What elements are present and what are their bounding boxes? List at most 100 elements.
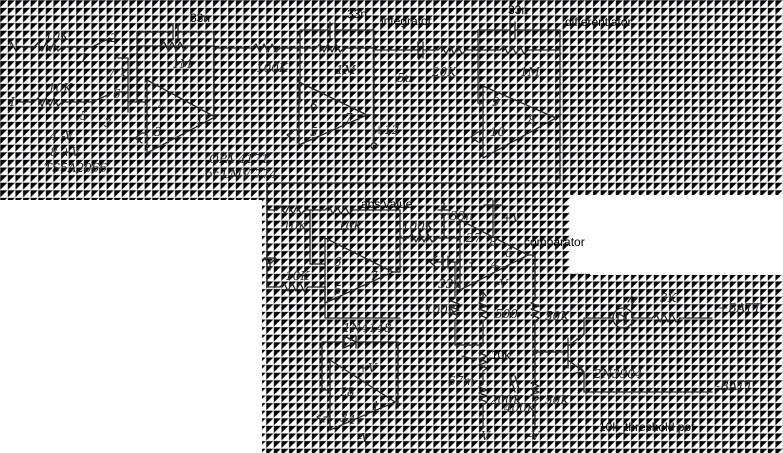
label-r-1m-b: 1M <box>336 63 357 77</box>
label-r-200k: 200K <box>489 393 523 407</box>
svg-text:6: 6 <box>310 99 318 113</box>
resistor-abs-3 <box>279 282 309 292</box>
resistor-10k-i <box>33 97 63 107</box>
svg-text:3: 3 <box>104 116 112 130</box>
opamp-3-differentiator: 9 10 8 33n 1M differentiator <box>266 3 632 184</box>
resistor-200k <box>478 383 488 406</box>
svg-text:7: 7 <box>370 269 378 283</box>
label-plus-batt: +BATT <box>718 301 762 315</box>
differentiator-input: 5u 20K <box>373 41 479 85</box>
label-plus-v-cmp: +V <box>502 211 522 225</box>
label-differentiator: differentiator <box>565 15 632 29</box>
abs-value-section: 10K 10K abs value 10K 6 5 7 <box>263 182 413 319</box>
resistor-50k-bot <box>530 379 540 402</box>
label-minus-batt: -BATT <box>716 379 754 393</box>
label-r-20k: 20K <box>431 65 457 79</box>
label-input-n: N <box>7 40 19 54</box>
resistor-100k-cmp <box>407 233 437 243</box>
label-r-50k-bot: 50K <box>545 393 570 407</box>
resistor-20k <box>437 45 467 55</box>
resistor-1m-c <box>499 45 529 55</box>
label-r-1m-a: 1M <box>172 57 193 71</box>
svg-text:9: 9 <box>492 95 500 109</box>
svg-text:3: 3 <box>340 411 348 425</box>
label-r-3k: 3K <box>660 291 678 305</box>
svg-text:8: 8 <box>347 385 355 399</box>
resistor-10k-n <box>33 42 63 52</box>
label-switch-pins: 2 <box>109 31 118 45</box>
svg-text:7: 7 <box>345 111 353 125</box>
label-r-10k-i: 10K <box>48 81 73 95</box>
svg-text:5: 5 <box>310 125 318 139</box>
label-opamp-part: OPA 4171 <box>209 152 269 166</box>
label-r-500: 500 <box>495 307 518 321</box>
label-cap-33n-cmp: 33n <box>450 209 473 223</box>
label-cap-33n-a: 33n <box>190 11 210 25</box>
resistor-3k <box>651 313 681 323</box>
label-pot-10k: 10k <box>491 348 511 362</box>
label-minus-v-bottom: -V <box>358 431 371 445</box>
resistor-abs-2 <box>324 205 354 215</box>
svg-text:33n: 33n <box>438 277 461 291</box>
label-abs-value: abs value <box>361 197 413 211</box>
svg-text:1: 1 <box>196 113 204 127</box>
label-cap-33n-b: 33n <box>347 7 367 21</box>
label-opamp-alt: or LMV 774 <box>205 167 277 181</box>
label-r-1m-c: 1M <box>520 65 541 79</box>
svg-text:6: 6 <box>113 87 121 101</box>
svg-text:3: 3 <box>154 125 162 139</box>
svg-text:2: 2 <box>339 385 348 399</box>
svg-text:5: 5 <box>334 283 342 297</box>
label-input-i: I <box>9 95 15 109</box>
resistor-500 <box>478 299 488 322</box>
label-minus-v-cmp: -V <box>496 277 509 291</box>
svg-text:3: 3 <box>466 257 474 271</box>
input-switch-section: N 10K I 10K 2 1 7 6 5 3 4 -V 8 +V TS5A20… <box>7 29 129 175</box>
comparator-section: 100K 33n 2 7 8 3 4 6 comparator +V -V 33… <box>399 199 585 293</box>
resistor-abs-1 <box>276 205 306 215</box>
label-cap-33n-c: 33n <box>508 3 528 17</box>
resistor-50k-top <box>530 299 540 322</box>
svg-text:1: 1 <box>372 399 380 413</box>
svg-text:-V: -V <box>478 429 491 443</box>
label-r-100k-cmp: 100K <box>402 219 435 233</box>
rectifier-opamp: 1N4148 2 8 3 4 1 +V -V <box>316 321 399 445</box>
resistor-100k <box>251 43 281 53</box>
label-switch-part: TS5A2066 <box>44 161 107 175</box>
label-transistor: 2N3904 <box>593 367 643 381</box>
label-cap-5u: 5u <box>397 71 412 85</box>
resistor-100k-section: 100K <box>213 43 301 75</box>
svg-text:2: 2 <box>465 231 474 245</box>
resistor-100k-div <box>450 297 460 320</box>
svg-text:8: 8 <box>528 113 536 127</box>
svg-text:10: 10 <box>490 125 506 139</box>
label-plus-v-bottom: +V <box>358 361 378 375</box>
svg-text:4: 4 <box>347 413 356 427</box>
label-power-note-1: 4 -V <box>49 129 75 143</box>
opamp-1: 2 3 1 33n 1M OPA 4171 or LMV 774 <box>127 11 277 181</box>
label-power-note-2: 8 +V <box>50 145 82 159</box>
label-threshold-pot: 10k_threshold pot <box>599 420 695 434</box>
label-diode: 1N4148 <box>343 321 392 335</box>
svg-text:4: 4 <box>490 257 499 271</box>
svg-text:5: 5 <box>80 109 88 123</box>
svg-text:7: 7 <box>107 67 115 81</box>
opamp-2-integrator: 6 5 7 33n 1M integrator +12 <box>286 7 432 150</box>
label-abs-r1: 10K <box>283 219 308 233</box>
label-integrator: integrator <box>381 14 432 28</box>
svg-text:6: 6 <box>334 255 342 269</box>
svg-text:1: 1 <box>80 51 88 65</box>
potentiometer-10k <box>478 349 488 372</box>
label-plus12: +12 <box>374 123 399 137</box>
svg-text:8: 8 <box>489 235 497 249</box>
label-r-10k-n: 10K <box>45 29 70 43</box>
diode-1n4148 <box>343 335 357 349</box>
label-r-50k-top: 50K <box>545 309 570 323</box>
resistor-1m-a <box>159 41 189 51</box>
label-abs-r2: 10K <box>338 219 363 233</box>
svg-text:6: 6 <box>505 246 513 260</box>
label-r-100k: 100K <box>256 61 289 75</box>
label-r-100k-div: 100K <box>425 303 458 317</box>
